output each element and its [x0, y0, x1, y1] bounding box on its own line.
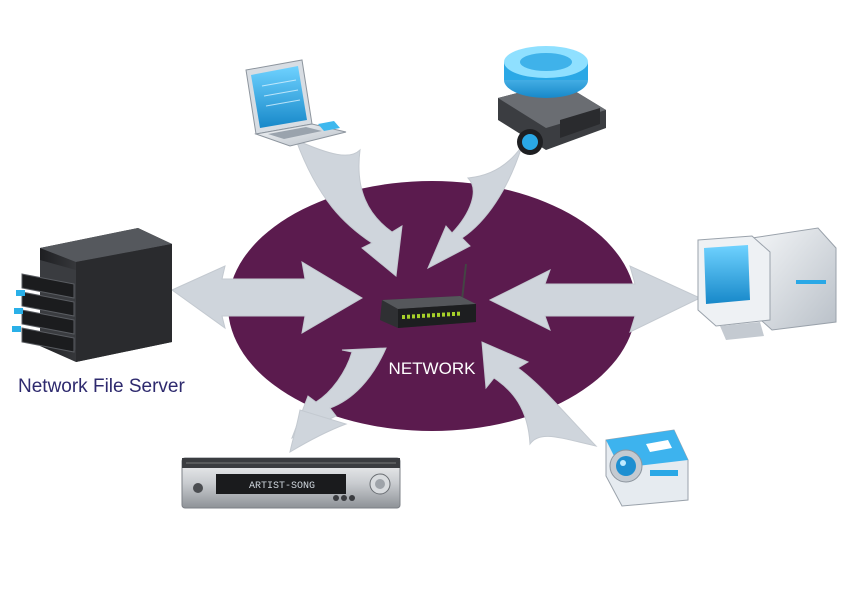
router-icon [380, 263, 476, 328]
arrow-laptop-router [295, 139, 403, 277]
arrow-projector-router [426, 145, 523, 270]
av-receiver-icon: ARTIST-SONG [181, 457, 401, 509]
file-server-icon [12, 228, 172, 362]
file-server-label: Network File Server [18, 376, 185, 397]
arrow-camera-router [481, 341, 598, 447]
connection-arrows [171, 139, 702, 454]
arrow-server-router [171, 261, 363, 334]
camera-icon [605, 429, 689, 507]
projector-icon [498, 46, 606, 155]
receiver-display-text: ARTIST-SONG [249, 481, 315, 492]
laptop-icon [245, 59, 347, 147]
desktop-computer-icon [697, 227, 837, 340]
network-label: NETWORK [389, 359, 477, 378]
